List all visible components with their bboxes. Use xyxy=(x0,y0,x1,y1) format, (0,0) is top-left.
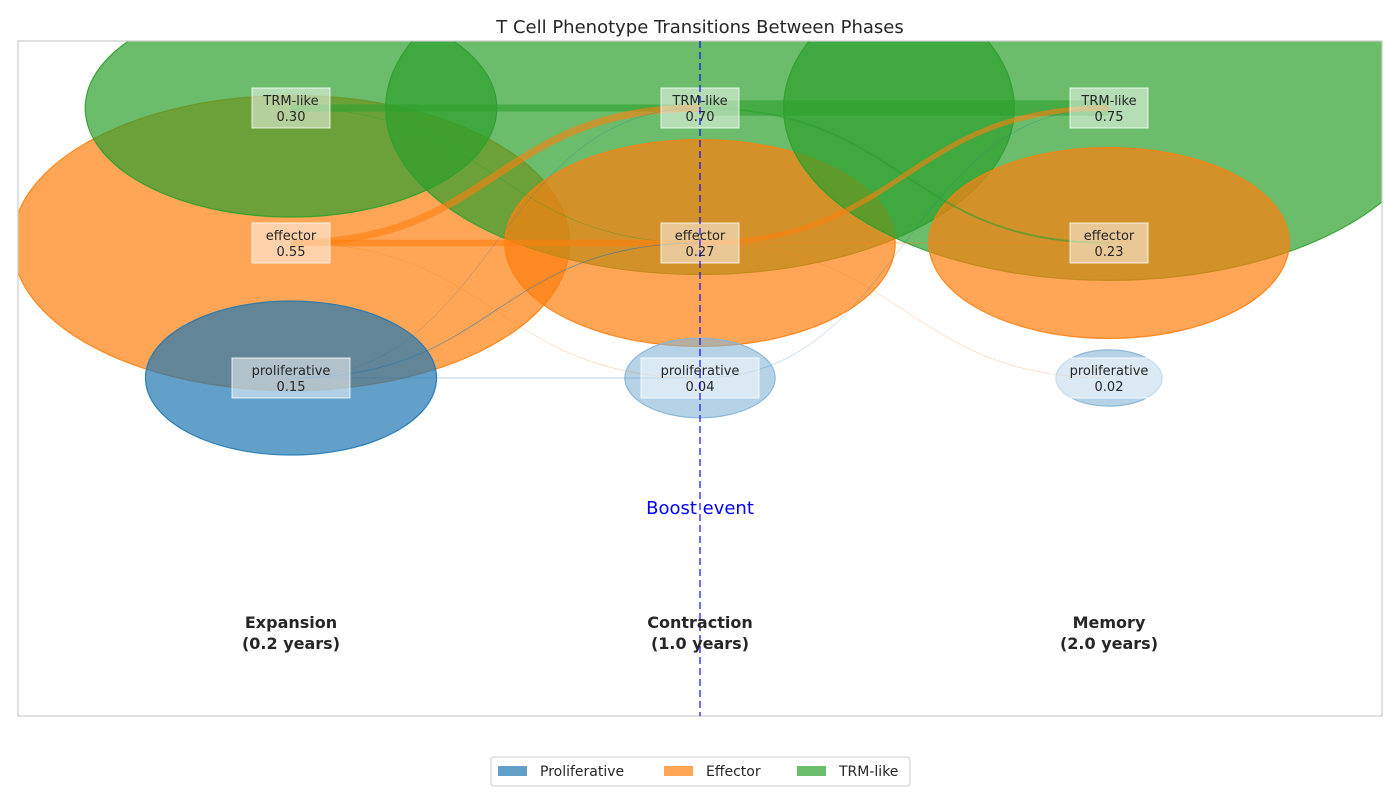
phase-time-2: (2.0 years) xyxy=(1060,634,1158,653)
label-box xyxy=(1069,87,1149,129)
label-box xyxy=(251,222,331,264)
phenotype-value: 0.75 xyxy=(1095,110,1124,125)
flow-proliferative-to-trm-phase-1 xyxy=(699,107,1110,379)
flow-proliferative-to-effector-phase-0 xyxy=(290,242,701,379)
label-box xyxy=(1069,222,1149,264)
phase-name-2: Memory xyxy=(1073,613,1146,632)
node-labels: proliferative0.15effector0.55TRM-like0.3… xyxy=(231,87,1169,399)
phase-name-0: Expansion xyxy=(245,613,337,632)
phase-time-1: (1.0 years) xyxy=(651,634,749,653)
flow-links xyxy=(290,100,1110,379)
legend: Proliferative Effector TRM-like xyxy=(490,756,911,787)
phenotype-name: proliferative xyxy=(252,364,331,379)
phenotype-value: 0.23 xyxy=(1095,245,1124,260)
legend-swatch-proliferative xyxy=(498,766,527,776)
legend-label-trm: TRM-like xyxy=(838,764,898,780)
phenotype-value: 0.70 xyxy=(686,110,715,125)
phenotype-value: 0.02 xyxy=(1095,380,1124,395)
phase-name-1: Contraction xyxy=(647,613,752,632)
phenotype-name: effector xyxy=(1084,229,1135,244)
phenotype-name: TRM-like xyxy=(1080,94,1136,109)
flow-effector-to-trm-phase-0 xyxy=(290,104,701,247)
phenotype-name: proliferative xyxy=(1070,364,1149,379)
phenotype-value: 0.55 xyxy=(277,245,306,260)
boost-event-label: Boost event xyxy=(646,498,754,519)
phenotype-value: 0.15 xyxy=(277,380,306,395)
phenotype-name: effector xyxy=(266,229,317,244)
label-box xyxy=(1049,357,1169,399)
plot-area: proliferative0.15effector0.55TRM-like0.3… xyxy=(18,41,1382,456)
phenotype-name: effector xyxy=(675,229,726,244)
phenotype-name: TRM-like xyxy=(262,94,318,109)
label-box xyxy=(231,357,351,399)
legend-label-proliferative: Proliferative xyxy=(540,764,624,780)
label-box xyxy=(251,87,331,129)
phase-labels: Expansion (0.2 years) Contraction (1.0 year… xyxy=(242,613,1158,653)
phase-time-0: (0.2 years) xyxy=(242,634,340,653)
flow-effector-to-trm-phase-1 xyxy=(699,105,1110,246)
legend-swatch-effector xyxy=(664,766,693,776)
chart-title: T Cell Phenotype Transitions Between Pha… xyxy=(495,17,904,38)
flow-effector-to-proliferative-phase-1 xyxy=(699,242,1110,379)
legend-frame xyxy=(490,756,911,787)
legend-label-effector: Effector xyxy=(706,764,761,780)
flow-proliferative-to-trm-phase-0 xyxy=(290,107,701,379)
phenotype-value: 0.30 xyxy=(277,110,306,125)
legend-swatch-trm xyxy=(797,766,826,776)
